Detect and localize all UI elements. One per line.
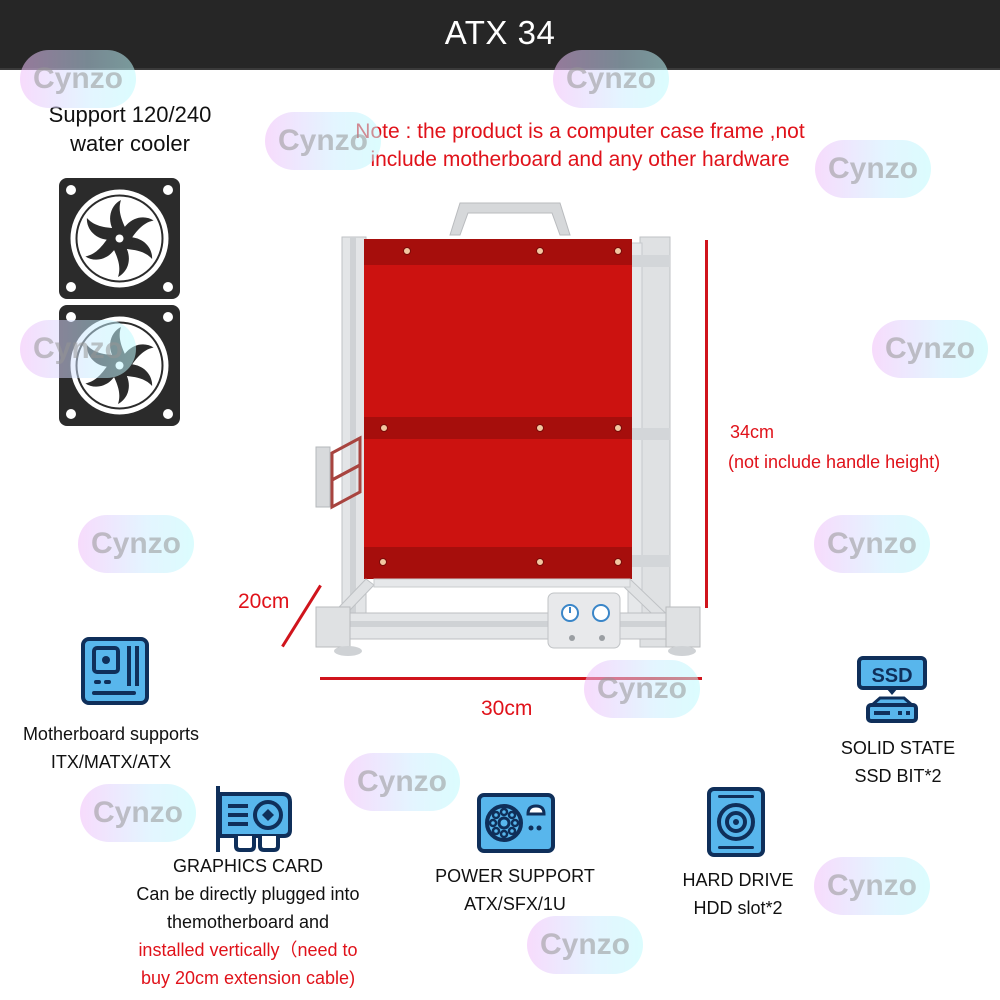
power-line-2: ATX/SFX/1U	[464, 894, 566, 914]
page-title: ATX 34	[444, 14, 556, 51]
fan-icon	[59, 178, 180, 299]
header-bar: ATX 34	[0, 0, 1000, 70]
cooler-line-1: Support 120/240	[48, 102, 212, 127]
water-cooler-label: Support 120/240 water cooler	[20, 100, 240, 158]
watermark-badge: Cynzo	[814, 857, 930, 915]
height-label: 34cm	[730, 422, 775, 442]
width-dimension-line	[320, 677, 702, 680]
width-label: 30cm	[481, 697, 533, 720]
motherboard-line-2: ITX/MATX/ATX	[50, 752, 172, 772]
graphics-card-feature: GRAPHICS CARD Can be directly plugged in…	[100, 852, 396, 992]
hard-drive-icon	[706, 786, 766, 863]
hdd-line-1: HARD DRIVE	[682, 870, 794, 890]
hard-drive-feature: HARD DRIVE HDD slot*2	[664, 866, 812, 922]
ssd-icon: SSD	[856, 655, 928, 732]
motherboard-icon	[80, 636, 150, 711]
watermark-badge: Cynzo	[78, 515, 194, 573]
watermark-badge: Cynzo	[872, 320, 988, 378]
height-dimension-line	[705, 240, 708, 608]
ssd-feature: SOLID STATE SSD BIT*2	[808, 734, 988, 790]
motherboard-feature: Motherboard supports ITX/MATX/ATX	[0, 720, 222, 776]
graphics-card-icon	[212, 784, 296, 859]
watermark-badge: Cynzo	[814, 515, 930, 573]
graphics-line-2: Can be directly plugged into	[136, 884, 360, 904]
graphics-line-4-warning: installed vertically（need to	[138, 940, 358, 960]
watermark-badge: Cynzo	[527, 916, 643, 974]
cooler-line-2: water cooler	[70, 131, 190, 156]
ssd-line-1: SOLID STATE	[840, 738, 956, 758]
case-frame-image	[300, 195, 720, 675]
graphics-line-5-warning: buy 20cm extension cable)	[140, 968, 356, 988]
fan-icon	[59, 305, 180, 426]
graphics-line-1: GRAPHICS CARD	[172, 856, 324, 876]
depth-label: 20cm	[238, 590, 290, 613]
watermark-badge: Cynzo	[344, 753, 460, 811]
note-line-1: Note : the product is a computer case fr…	[355, 120, 805, 143]
note-line-2: include motherboard and any other hardwa…	[370, 148, 790, 171]
power-line-1: POWER SUPPORT	[435, 866, 595, 886]
motherboard-line-1: Motherboard supports	[22, 724, 200, 744]
height-note: (not include handle height)	[728, 452, 941, 472]
watermark-badge: Cynzo	[80, 784, 196, 842]
ssd-line-2: SSD BIT*2	[854, 766, 942, 786]
graphics-line-3: themotherboard and	[166, 912, 330, 932]
product-note: Note : the product is a computer case fr…	[290, 118, 870, 174]
power-supply-icon	[476, 792, 556, 859]
svg-text:SSD: SSD	[871, 665, 912, 687]
power-supply-feature: POWER SUPPORT ATX/SFX/1U	[410, 862, 620, 918]
hdd-line-2: HDD slot*2	[693, 898, 783, 918]
